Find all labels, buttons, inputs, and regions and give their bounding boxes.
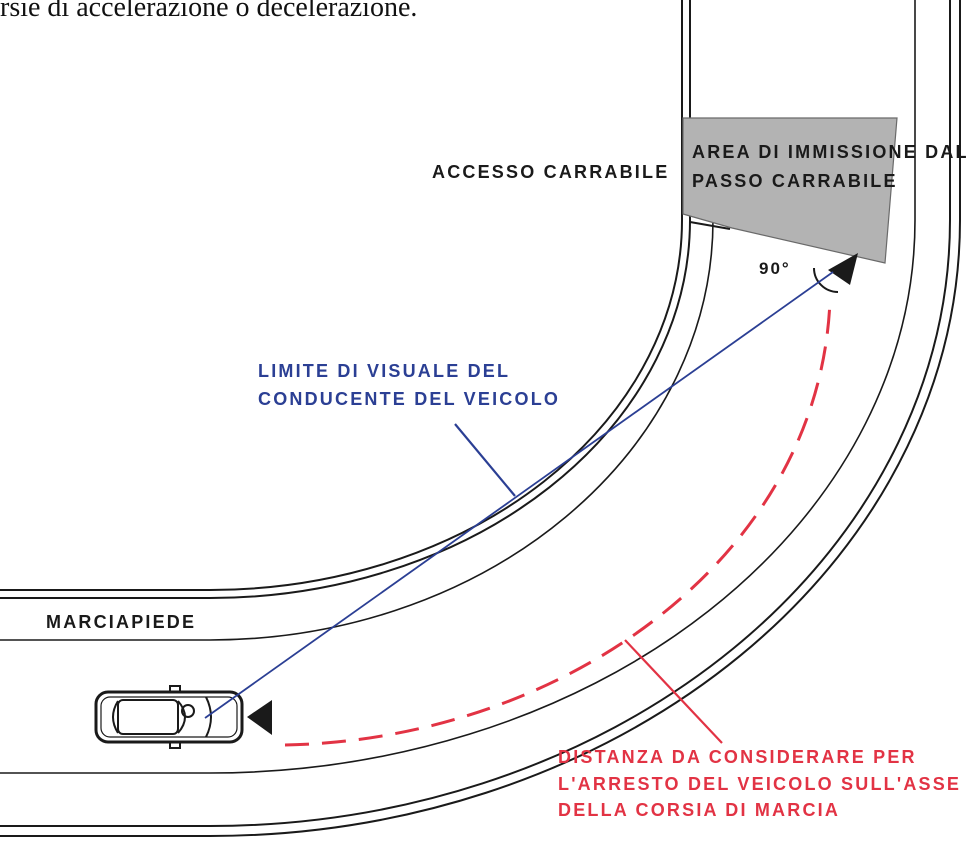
vehicle-rear-window (112, 700, 119, 734)
sidewalk-outer-edge-line-2 (0, 0, 691, 599)
sidewalk-curb-line (0, 219, 714, 641)
label-limite-visuale-line2: CONDUCENTE DEL VEICOLO (258, 389, 561, 409)
label-limite-visuale-line1: LIMITE DI VISUALE DEL (258, 361, 511, 381)
label-distanza-line3: DELLA CORSIA DI MARCIA (558, 800, 841, 820)
road-outer-edge-line-1 (0, 0, 951, 827)
lane-edge-line (0, 0, 916, 774)
driveway-edge-line (689, 221, 731, 230)
label-distanza-line2: L'ARRESTO DEL VEICOLO SULL'ASSE (558, 774, 962, 794)
label-distanza-line1: DISTANZA DA CONSIDERARE PER (558, 747, 917, 767)
sight-label-leader (454, 423, 516, 497)
header-text: rsie di accelerazione o decelerazione. (0, 0, 418, 23)
label-angle: 90° (759, 259, 791, 278)
observer-marker-start (247, 700, 272, 735)
vehicle-cabin (117, 699, 179, 735)
vehicle-mirror-left (169, 685, 181, 693)
observer-marker-end (828, 253, 858, 285)
sidewalk-outer-edge-line-1 (0, 0, 683, 591)
vehicle-mirror-right (169, 741, 181, 749)
vehicle-body-inner (100, 696, 238, 738)
label-area-immissione-line2: PASSO CARRABILE (692, 171, 898, 191)
label-area-immissione-line1: AREA DI IMMISSIONE DAL (692, 142, 969, 162)
vehicle (94, 685, 272, 749)
stopping-distance-leader (624, 639, 723, 744)
sight-line (204, 271, 834, 719)
right-angle-arc (813, 267, 839, 293)
label-accesso-carrabile: ACCESSO CARRABILE (432, 162, 670, 182)
stopping-distance-path (284, 299, 832, 747)
road-outer-edge-line-2 (0, 0, 961, 837)
vehicle-hood-line (205, 696, 212, 738)
driver-head (181, 704, 195, 718)
immission-area (682, 117, 898, 264)
label-marciapiede: MARCIAPIEDE (46, 612, 197, 632)
